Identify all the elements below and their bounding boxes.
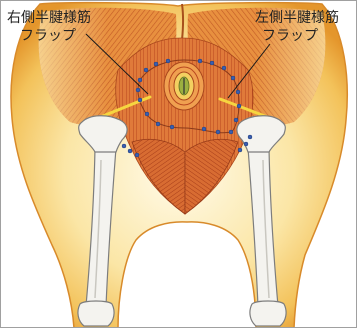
label-right-flap-line2: フラップ — [20, 28, 76, 44]
suture-dot — [222, 66, 226, 70]
suture-dot — [248, 135, 252, 139]
suture-dot — [136, 88, 140, 92]
suture-dot — [244, 142, 248, 146]
suture-dot — [170, 125, 174, 129]
suture-dot — [202, 127, 206, 131]
suture-dot — [154, 62, 158, 66]
suture-dot — [231, 76, 235, 80]
label-left-flap-line1: 左側半腱様筋 — [255, 9, 339, 26]
suture-dot — [145, 112, 149, 116]
suture-dot — [210, 61, 214, 65]
suture-dot — [216, 130, 220, 134]
suture-dot — [122, 144, 126, 148]
suture-dot — [144, 68, 148, 72]
suture-dot — [128, 149, 132, 153]
suture-dot — [138, 98, 142, 102]
suture-dot — [238, 148, 242, 152]
suture-dot — [229, 130, 233, 134]
suture-dot — [234, 118, 238, 122]
suture-dot — [156, 122, 160, 126]
suture-dot — [135, 153, 139, 157]
suture-dot — [138, 78, 142, 82]
suture-dot — [236, 90, 240, 94]
suture-dot — [198, 59, 202, 63]
label-right-flap-line1: 右側半腱様筋 — [7, 9, 91, 26]
anus — [164, 62, 204, 110]
gluteal-cleft — [182, 4, 183, 40]
suture-dot — [166, 59, 170, 63]
label-left-flap-line2: フラップ — [262, 28, 318, 44]
suture-dot — [237, 104, 241, 108]
